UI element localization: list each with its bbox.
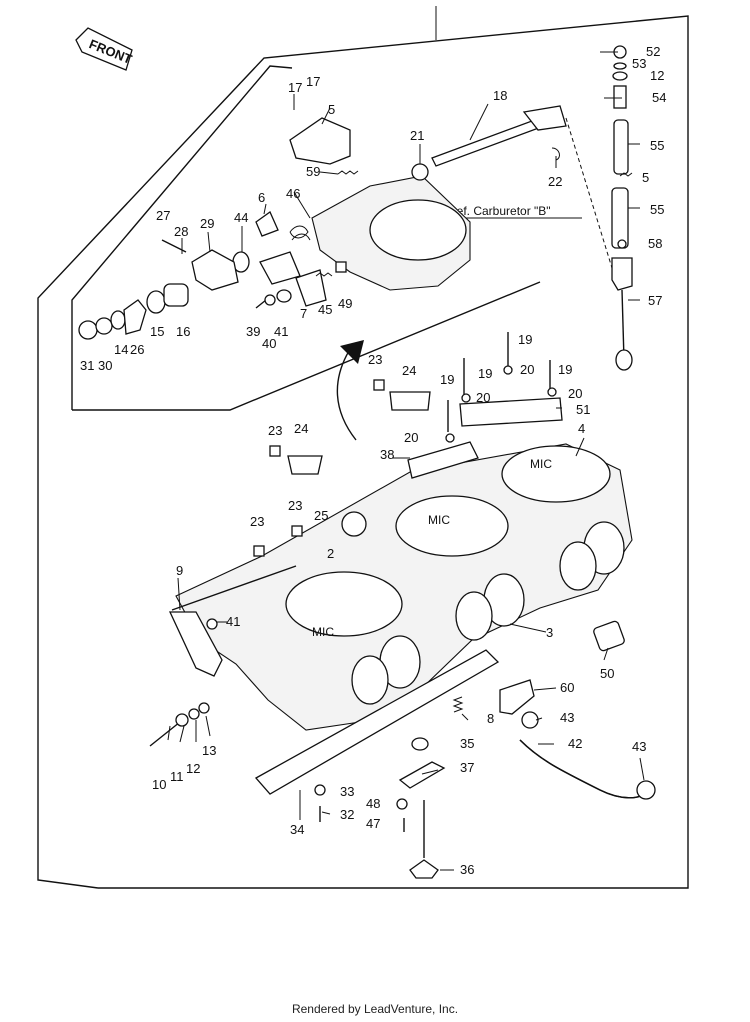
part-label: 15	[150, 324, 164, 339]
part-label: 20	[568, 386, 582, 401]
cover-marking: MIC	[312, 625, 334, 639]
part-label: 31	[80, 358, 94, 373]
part-label: 27	[156, 208, 170, 223]
part-label: 19	[558, 362, 572, 377]
part-label: 55	[650, 138, 664, 153]
part-label: 9	[176, 563, 183, 578]
part-label: 52	[646, 44, 660, 59]
part-label: 23	[268, 423, 282, 438]
assembly-arrow	[336, 345, 357, 441]
part-label: 2	[327, 546, 334, 561]
part-label: 37	[460, 760, 474, 775]
part-label: 36	[460, 862, 474, 877]
part-label: 24	[294, 421, 308, 436]
part-label: 33	[340, 784, 354, 799]
part-label: 59	[306, 164, 320, 179]
part-label: 41	[274, 324, 288, 339]
part-label: 17	[288, 80, 302, 95]
part-label: 47	[366, 816, 380, 831]
footer-credit: Rendered by LeadVenture, Inc.	[291, 1002, 459, 1016]
part-label: 23	[250, 514, 264, 529]
part-label: 7	[300, 306, 307, 321]
part-label: 14	[114, 342, 128, 357]
part-label: 30	[98, 358, 112, 373]
part-label: 18	[493, 88, 507, 103]
part-label: 46	[286, 186, 300, 201]
part-label: 23	[288, 498, 302, 513]
part-label: 21	[410, 128, 424, 143]
throttle-linkage-parts	[78, 45, 633, 371]
part-label: 34	[290, 822, 304, 837]
part-label: 3	[546, 625, 553, 640]
part-label: 20	[476, 390, 490, 405]
part-label: 51	[576, 402, 590, 417]
cover-marking: MIC	[428, 513, 450, 527]
part-label: 12	[186, 761, 200, 776]
part-label: 16	[176, 324, 190, 339]
part-label: 17	[306, 74, 320, 89]
ref-carburetor-note: Ref. Carburetor "B"	[448, 204, 551, 218]
part-label: 22	[548, 174, 562, 189]
part-label: 19	[518, 332, 532, 347]
part-label: 29	[200, 216, 214, 231]
part-label: 54	[652, 90, 666, 105]
part-label: 48	[366, 796, 380, 811]
part-label: 40	[262, 336, 276, 351]
part-label: 60	[560, 680, 574, 695]
upper-assembly-box	[71, 65, 293, 410]
part-label: 28	[174, 224, 188, 239]
part-label: 25	[314, 508, 328, 523]
part-label: 19	[440, 372, 454, 387]
part-label: 45	[318, 302, 332, 317]
part-label: 10	[152, 777, 166, 792]
part-label: 43	[632, 739, 646, 754]
part-label: 32	[340, 807, 354, 822]
part-label: 35	[460, 736, 474, 751]
part-label: 8	[487, 711, 494, 726]
diagram-border	[37, 15, 689, 889]
part-label: 43	[560, 710, 574, 725]
upper-assembly-box-bottom	[72, 281, 541, 411]
part-label: 19	[478, 366, 492, 381]
part-label: 44	[234, 210, 248, 225]
part-label: 5	[328, 102, 335, 117]
leader-lines	[167, 51, 645, 871]
part-number-labels: 2 3 4 5 5 6 7 8 9 10 11 12 12 13 14 15 1…	[80, 44, 666, 877]
part-label: 57	[648, 293, 662, 308]
part-label: 13	[202, 743, 216, 758]
part-label: 50	[600, 666, 614, 681]
part-label: 4	[578, 421, 585, 436]
part-label: 20	[520, 362, 534, 377]
part-label: 11	[170, 769, 184, 784]
part-label: 53	[632, 56, 646, 71]
carburetor-bank: MIC MIC MIC	[149, 332, 656, 879]
part-label: 24	[402, 363, 416, 378]
part-label: 49	[338, 296, 352, 311]
part-label: 42	[568, 736, 582, 751]
part-label: 26	[130, 342, 144, 357]
part-label: 41	[226, 614, 240, 629]
part-label: 39	[246, 324, 260, 339]
part-label: 6	[258, 190, 265, 205]
assembly-arrow-head	[340, 340, 364, 364]
part-label: 5	[642, 170, 649, 185]
part-label: 55	[650, 202, 664, 217]
part-label: 38	[380, 447, 394, 462]
part-label: 12	[650, 68, 664, 83]
cover-marking: MIC	[530, 457, 552, 471]
part-label: 20	[404, 430, 418, 445]
part-label: 23	[368, 352, 382, 367]
part-label: 58	[648, 236, 662, 251]
front-arrow: FRONT	[75, 27, 134, 71]
